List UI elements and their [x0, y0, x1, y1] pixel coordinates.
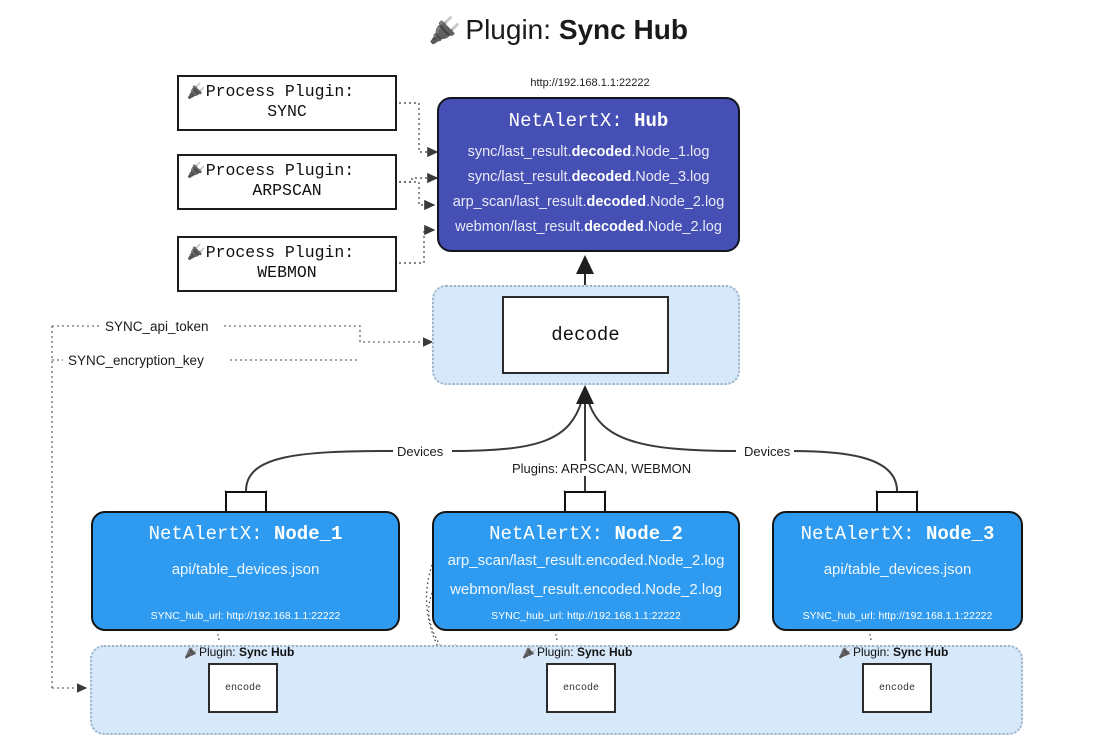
encode-plugin-label: 🔌Plugin: Sync Hub	[184, 645, 294, 659]
edge-label-devices-right: Devices	[740, 444, 795, 459]
node-box-node-1[interactable]: NetAlertX: Node_1 api/table_devices.json…	[91, 511, 400, 631]
hub-log-post: .Node_1.log	[631, 144, 710, 160]
encode-plugin-label-prefix: Plugin:	[852, 645, 890, 659]
node-title-prefix: NetAlertX:	[148, 523, 263, 545]
page-title-prefix: Plugin:	[465, 14, 552, 45]
encode-plugin-label-prefix: Plugin:	[198, 645, 236, 659]
hub-log-item: arp_scan/last_result.decoded.Node_2.log	[439, 190, 738, 215]
hub-log-bold: decoded	[571, 144, 632, 160]
encode-plugin-label-name: Sync Hub	[239, 645, 295, 659]
plug-icon: 🔌	[187, 84, 206, 101]
edge-label-devices-left: Devices	[393, 444, 448, 459]
hub-log-pre: sync/last_result.	[467, 144, 572, 160]
hub-log-post: .Node_2.log	[643, 219, 722, 235]
node-title: NetAlertX: Node_1	[93, 523, 398, 545]
node-file-line: api/table_devices.json	[823, 561, 972, 578]
sync-api-token-label: SYNC_api_token	[100, 319, 214, 334]
hub-title-prefix: NetAlertX:	[508, 110, 623, 132]
plug-icon: 🔌	[429, 15, 462, 45]
encode-plugin-label: 🔌Plugin: Sync Hub	[838, 645, 948, 659]
hub-log-bold: decoded	[586, 194, 647, 210]
process-plugin-header-text: Process Plugin:	[205, 82, 355, 101]
hub-title-name: Hub	[634, 110, 669, 132]
process-plugin-name: SYNC	[267, 102, 307, 121]
plug-icon: 🔌	[187, 163, 206, 180]
encode-box[interactable]: encode	[862, 663, 932, 713]
hub-node-box[interactable]: NetAlertX: Hub sync/last_result.decoded.…	[437, 97, 740, 252]
node-file-line: api/table_devices.json	[171, 561, 320, 578]
process-plugin-header: 🔌Process Plugin:	[179, 82, 395, 101]
edge-label-plugins: Plugins: ARPSCAN, WEBMON	[508, 461, 696, 476]
hub-url-label: http://192.168.1.1:22222	[530, 77, 650, 89]
node-hub-url-label: SYNC_hub_url: http://192.168.1.1:22222	[150, 610, 341, 622]
hub-log-list: sync/last_result.decoded.Node_1.log sync…	[439, 140, 738, 240]
hub-log-pre: sync/last_result.	[467, 169, 572, 185]
node-file-line: webmon/last_result.encoded.Node_2.log	[450, 581, 722, 598]
process-plugin-header-text: Process Plugin:	[205, 161, 355, 180]
hub-log-bold: decoded	[584, 219, 644, 235]
page-title-name: Sync Hub	[558, 14, 688, 45]
plug-icon: 🔌	[838, 645, 853, 659]
node-title-name: Node_2	[614, 523, 683, 545]
encode-plugin-label-name: Sync Hub	[577, 645, 633, 659]
node-title-name: Node_3	[926, 523, 995, 545]
process-plugin-sync[interactable]: 🔌Process Plugin: SYNC	[177, 75, 397, 131]
process-plugin-webmon[interactable]: 🔌Process Plugin: WEBMON	[177, 236, 397, 292]
hub-log-pre: arp_scan/last_result.	[452, 194, 587, 210]
process-plugin-header: 🔌Process Plugin:	[179, 243, 395, 262]
node-hub-url-label: SYNC_hub_url: http://192.168.1.1:22222	[802, 610, 993, 622]
sync-encryption-key-label: SYNC_encryption_key	[63, 353, 209, 368]
hub-log-bold: decoded	[571, 169, 632, 185]
hub-title: NetAlertX: Hub	[439, 110, 738, 132]
decode-box[interactable]: decode	[502, 296, 669, 374]
process-plugin-header: 🔌Process Plugin:	[179, 161, 395, 180]
node-title: NetAlertX: Node_3	[774, 523, 1021, 545]
process-plugin-header-text: Process Plugin:	[205, 243, 355, 262]
page-title: 🔌Plugin: Sync Hub	[0, 14, 1117, 46]
encode-plugin-label: 🔌Plugin: Sync Hub	[522, 645, 632, 659]
hub-log-item: sync/last_result.decoded.Node_1.log	[439, 140, 738, 165]
encode-plugin-label-prefix: Plugin:	[536, 645, 574, 659]
plug-icon: 🔌	[184, 645, 199, 659]
encode-box[interactable]: encode	[546, 663, 616, 713]
encode-box[interactable]: encode	[208, 663, 278, 713]
node-title-name: Node_1	[274, 523, 343, 545]
hub-log-item: sync/last_result.decoded.Node_3.log	[439, 165, 738, 190]
hub-log-post: .Node_3.log	[631, 169, 710, 185]
node-file-line: arp_scan/last_result.encoded.Node_2.log	[447, 552, 725, 569]
process-plugin-name: WEBMON	[257, 263, 317, 282]
node-hub-url-label: SYNC_hub_url: http://192.168.1.1:22222	[491, 610, 681, 622]
node-title: NetAlertX: Node_2	[434, 523, 738, 545]
hub-log-post: .Node_2.log	[646, 194, 725, 210]
process-plugin-name: ARPSCAN	[252, 181, 322, 200]
plug-icon: 🔌	[187, 245, 206, 262]
process-plugin-arpscan[interactable]: 🔌Process Plugin: ARPSCAN	[177, 154, 397, 210]
node-title-prefix: NetAlertX:	[489, 523, 604, 545]
node-box-node-3[interactable]: NetAlertX: Node_3 api/table_devices.json…	[772, 511, 1023, 631]
encode-plugin-label-name: Sync Hub	[893, 645, 949, 659]
node-box-node-2[interactable]: NetAlertX: Node_2 arp_scan/last_result.e…	[432, 511, 740, 631]
plug-icon: 🔌	[522, 645, 537, 659]
hub-log-item: webmon/last_result.decoded.Node_2.log	[439, 215, 738, 240]
hub-log-pre: webmon/last_result.	[455, 219, 585, 235]
node-title-prefix: NetAlertX:	[800, 523, 915, 545]
